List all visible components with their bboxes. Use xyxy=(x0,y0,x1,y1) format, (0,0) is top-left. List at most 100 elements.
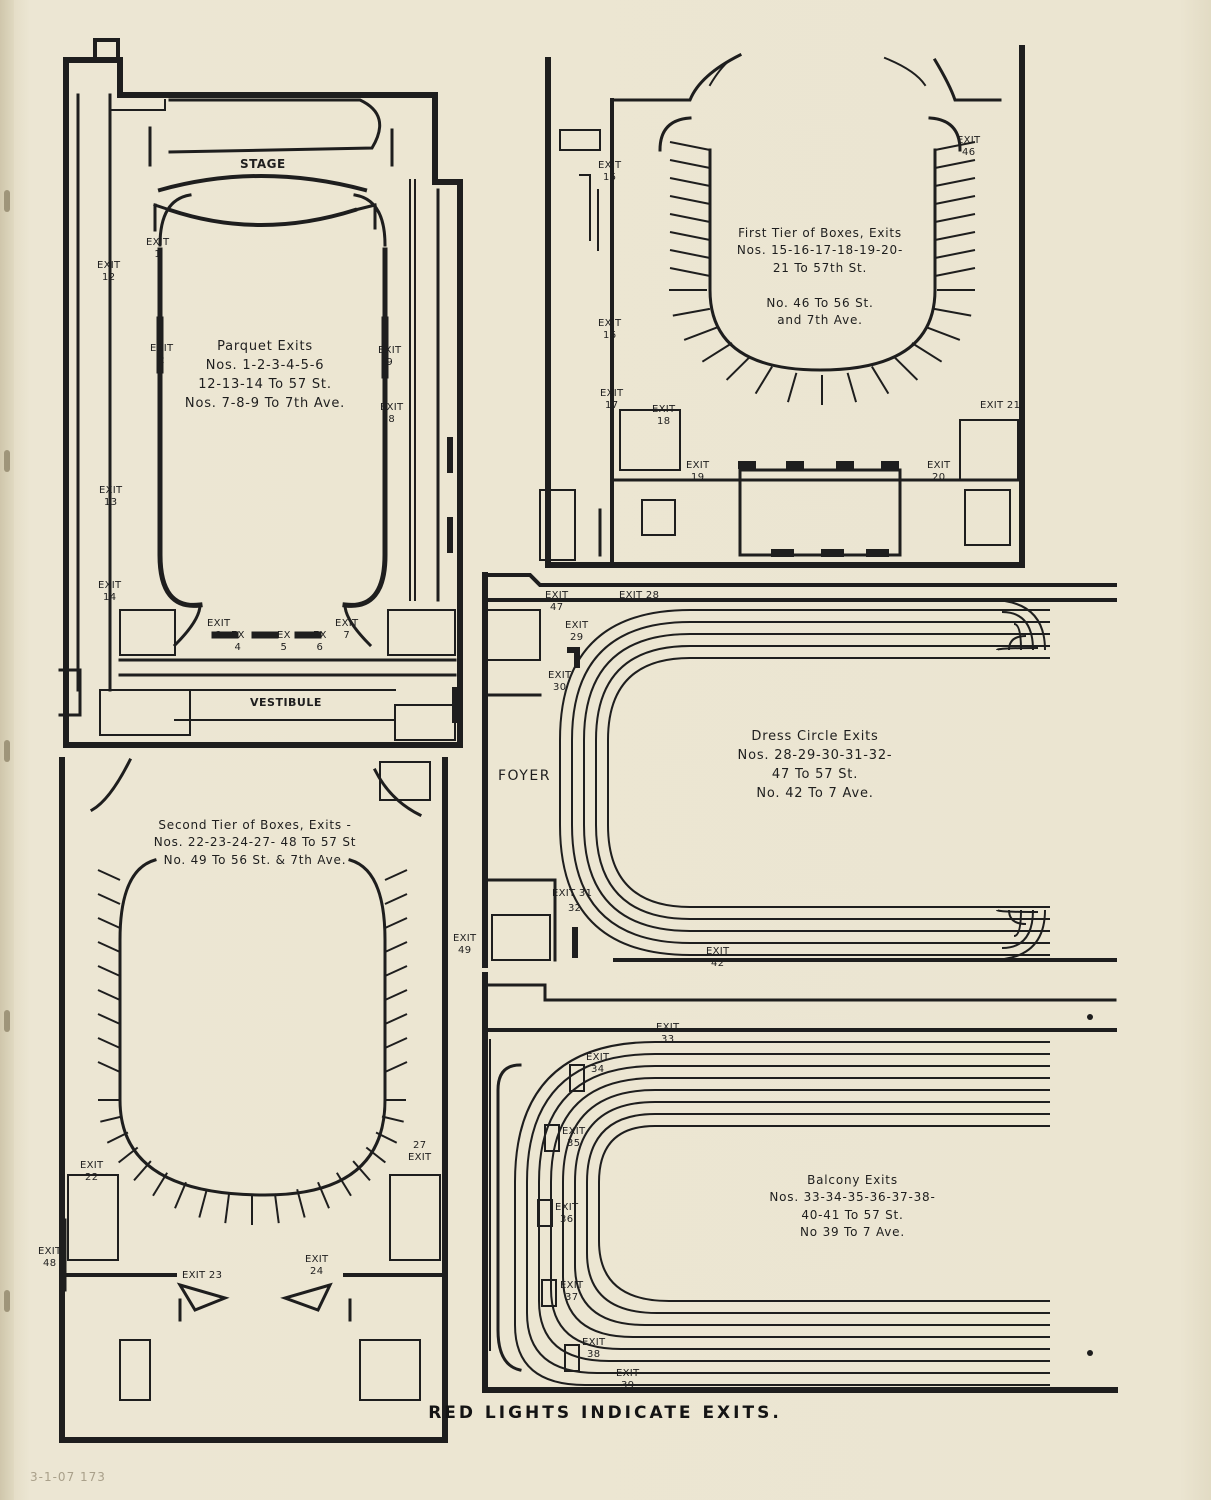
box-divider xyxy=(97,869,121,881)
box-divider xyxy=(934,159,976,169)
box-divider xyxy=(669,231,711,241)
binding-hole xyxy=(4,190,10,212)
balcony-tier xyxy=(574,1101,1050,1326)
first-tier-plan xyxy=(539,45,1025,568)
dress-circle-tier xyxy=(607,657,1050,908)
box-divider xyxy=(925,325,961,341)
box-divider xyxy=(273,1193,280,1224)
dress-circle-tier-end xyxy=(1001,611,1034,949)
box-divider xyxy=(846,372,858,403)
vestibule-label: VESTIBULE xyxy=(250,696,322,709)
box-divider xyxy=(701,342,733,363)
dress-circle-plan xyxy=(482,572,1117,968)
box-divider xyxy=(669,249,711,259)
box-divider xyxy=(933,307,972,317)
stage-label: STAGE xyxy=(240,157,286,171)
box-divider xyxy=(672,307,711,317)
box-divider xyxy=(786,372,798,403)
inventory-mark: 3-1-07 173 xyxy=(30,1470,106,1484)
box-divider xyxy=(97,989,121,1001)
box-divider xyxy=(892,355,919,381)
dress-circle-tier-end xyxy=(1013,623,1022,937)
box-divider xyxy=(384,1037,408,1049)
binding-hole xyxy=(4,1290,10,1312)
box-divider xyxy=(97,893,121,905)
box-divider xyxy=(669,195,711,205)
box-divider xyxy=(384,941,408,953)
box-divider xyxy=(97,917,121,929)
second-tier-exits-text: Second Tier of Boxes, Exits - Nos. 22-23… xyxy=(153,818,357,867)
box-divider xyxy=(381,1115,404,1123)
binding-hole xyxy=(4,740,10,762)
box-divider xyxy=(384,1061,408,1073)
binding-hole xyxy=(4,1010,10,1032)
box-divider xyxy=(317,1181,330,1209)
box-divider xyxy=(754,366,773,395)
box-divider xyxy=(365,1146,386,1164)
balcony-tier xyxy=(598,1125,1050,1302)
balcony-exit-door xyxy=(541,1279,557,1307)
balcony-tier xyxy=(538,1065,1050,1362)
box-divider xyxy=(97,1061,121,1073)
box-divider xyxy=(335,1172,352,1197)
dress-circle-tier xyxy=(595,645,1050,920)
box-divider xyxy=(133,1160,152,1182)
box-divider xyxy=(384,893,408,905)
box-divider xyxy=(934,249,976,259)
balcony-tier xyxy=(586,1113,1050,1314)
second-tier-plan xyxy=(59,757,448,1443)
box-divider xyxy=(669,159,711,169)
dress-circle-exits-text: Dress Circle Exits Nos. 28-29-30-31-32- … xyxy=(737,729,893,801)
dress-circle-tier xyxy=(571,621,1050,944)
box-divider xyxy=(725,355,752,381)
box-divider xyxy=(669,141,711,151)
parquet-plan xyxy=(58,38,463,748)
box-divider xyxy=(375,1131,398,1144)
parquet-exits-text: Parquet Exits Nos. 1-2-3-4-5-6 12-13-14 … xyxy=(184,339,346,411)
box-divider xyxy=(669,267,711,277)
balcony-plan xyxy=(482,972,1118,1393)
dress-circle-tier-end xyxy=(1008,635,1027,925)
box-divider xyxy=(934,231,976,241)
exit-31-label: EXIT 31 xyxy=(552,888,593,899)
box-divider xyxy=(934,177,976,187)
binding-hole xyxy=(4,450,10,472)
exit-21-label: EXIT 21 xyxy=(980,400,1021,411)
balcony-exit-door xyxy=(569,1064,585,1092)
dress-circle-tier-end xyxy=(996,647,1039,913)
foyer-label: FOYER xyxy=(498,768,551,784)
dress-circle-tier-end xyxy=(989,599,1046,961)
first-tier-exits-text: First Tier of Boxes, Exits Nos. 15-16-17… xyxy=(736,226,904,327)
box-divider xyxy=(384,917,408,929)
box-divider xyxy=(384,965,408,977)
binding-edge xyxy=(0,0,14,1500)
box-divider xyxy=(911,342,943,363)
exit-32-label: 32 xyxy=(568,903,582,914)
balcony-exit-door xyxy=(544,1124,560,1152)
box-divider xyxy=(669,213,711,223)
box-divider xyxy=(934,141,976,151)
balcony-tier xyxy=(550,1077,1050,1350)
